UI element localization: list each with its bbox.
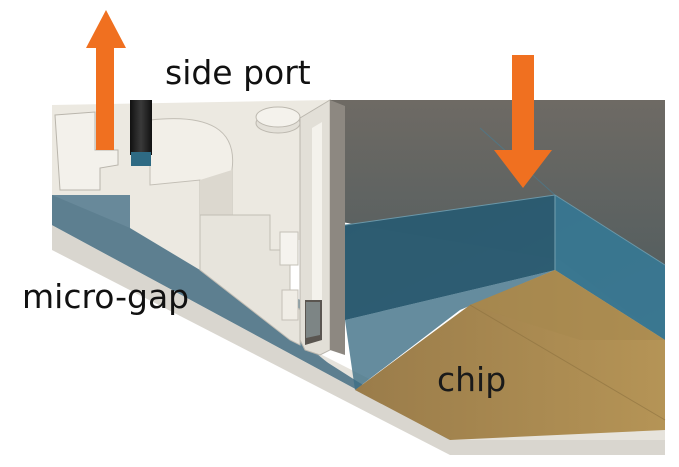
divider-wall [299,99,331,356]
side-port-label: side port [165,53,311,92]
chip [355,270,666,440]
micro-gap-label: micro-gap [22,277,190,316]
side-port-tube [130,100,152,166]
housing-body [52,100,330,346]
chip-label: chip [437,360,507,399]
inflow-arrow [494,55,552,188]
micro-gap-channel [52,195,450,440]
liquid-chamber [344,127,666,390]
outflow-arrow [86,10,126,150]
